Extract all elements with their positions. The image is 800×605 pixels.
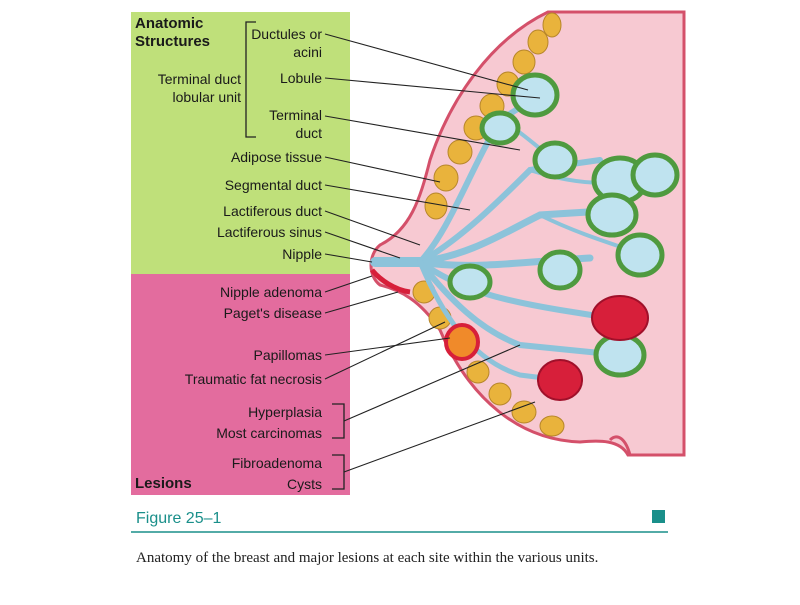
label-pagets: Paget's disease [223, 305, 322, 321]
lesions-panel [131, 274, 350, 495]
anatomic-structures-panel [131, 12, 350, 274]
nipple-lesion [370, 268, 411, 295]
label-carcinomas: Most carcinomas [216, 425, 322, 441]
papilloma [444, 323, 480, 361]
duct-system [370, 92, 632, 383]
label-papillomas: Papillomas [253, 347, 322, 363]
label-nipple-adenoma: Nipple adenoma [220, 284, 322, 300]
anatomic-structures-header: Anatomic Structures [135, 15, 211, 50]
label-adipose: Adipose tissue [230, 149, 322, 165]
adipose-band [412, 12, 565, 437]
label-hyperplasia: Hyperplasia [248, 404, 322, 420]
label-fat-necrosis: Traumatic fat necrosis [184, 371, 322, 387]
carcinoma-lesion [591, 295, 649, 341]
label-terminal-duct: Terminal duct [269, 107, 322, 141]
label-lactiferous-sinus: Lactiferous sinus [216, 224, 322, 240]
figure-marker-icon [652, 510, 665, 523]
label-lobule: Lobule [279, 70, 322, 86]
figure-caption: Anatomy of the breast and major lesions … [136, 550, 599, 566]
label-nipple: Nipple [282, 246, 322, 262]
label-lactiferous-duct: Lactiferous duct [223, 203, 322, 219]
figure-title: Figure 25–1 [136, 510, 222, 527]
cyst-lesion [537, 359, 583, 401]
label-fibroadenoma: Fibroadenoma [231, 455, 322, 471]
lesion-marks [370, 268, 649, 401]
tdlu-label: Terminal duct lobular unit [157, 71, 241, 105]
skin-edge [608, 435, 632, 456]
lesions-header: Lesions [135, 475, 192, 492]
label-segmental: Segmental duct [224, 177, 322, 193]
label-ductules: Ductules or acini [251, 26, 322, 60]
lobules [447, 72, 680, 378]
label-cysts: Cysts [287, 476, 322, 492]
leader-lines [324, 33, 541, 473]
